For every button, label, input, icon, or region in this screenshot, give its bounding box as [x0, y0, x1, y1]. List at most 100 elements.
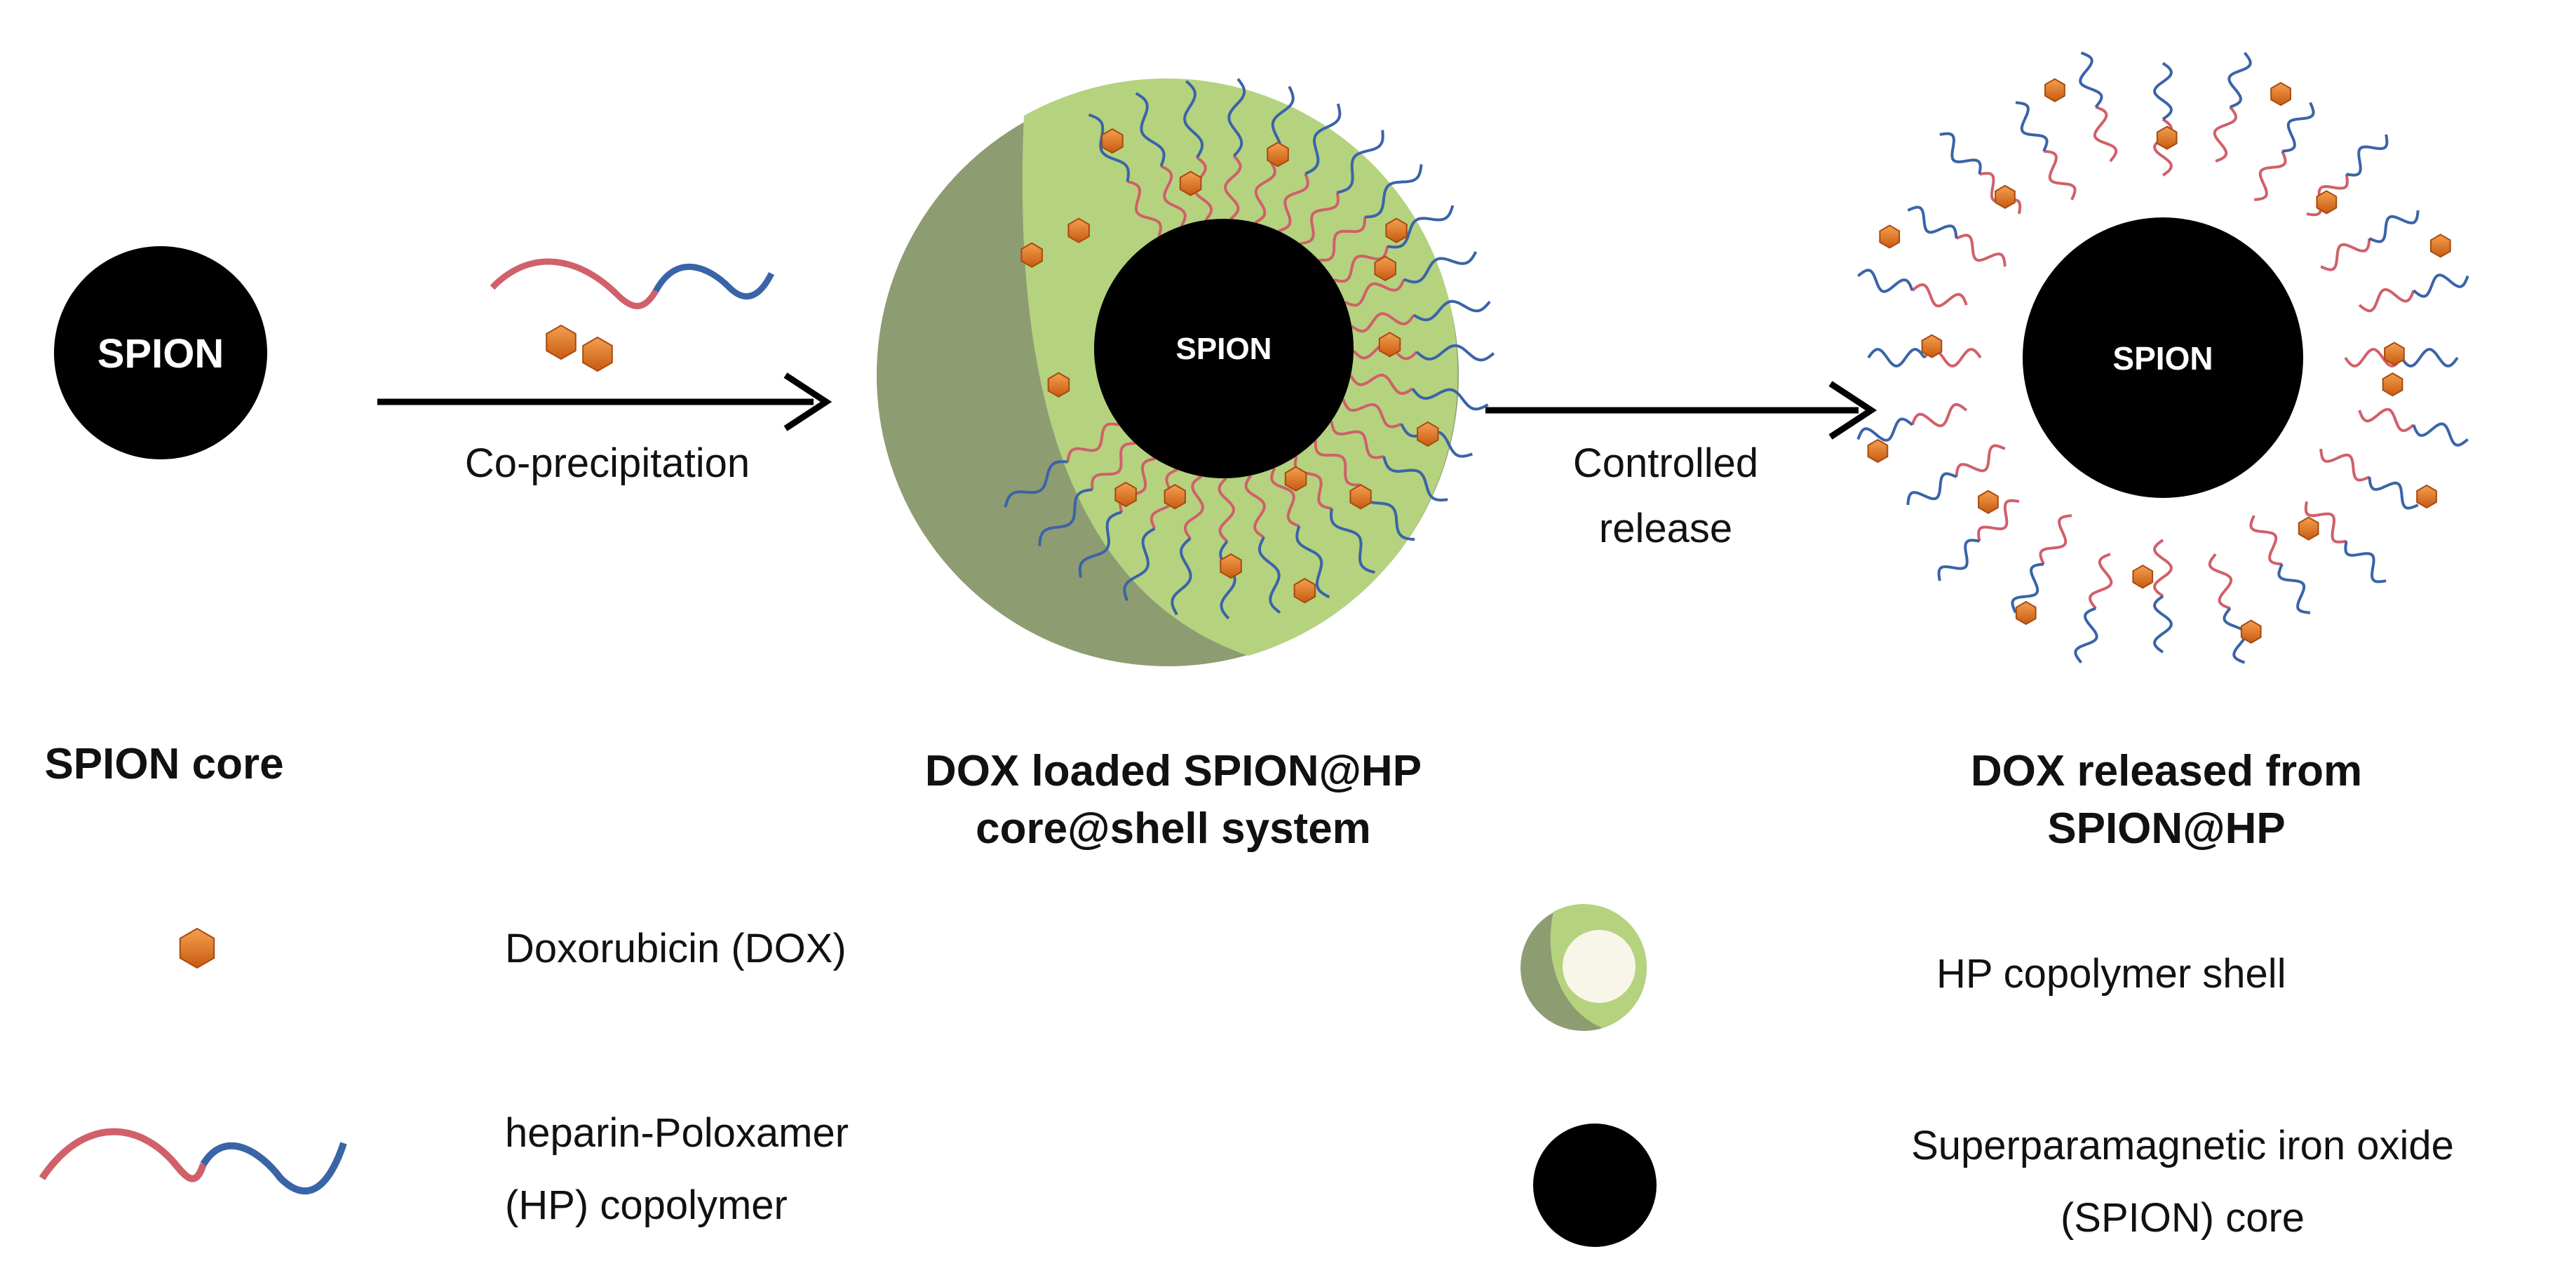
poloxamer-segment: [1403, 251, 1478, 284]
legend-dox-label: Doxorubicin (DOX): [505, 926, 847, 971]
heparin-segment: [1091, 442, 1135, 490]
poloxamer-segment: [2011, 562, 2044, 614]
poloxamer-segment: [1382, 456, 1448, 502]
caption-released-line2: SPION@HP: [2047, 804, 2286, 853]
legend-hp-line2: (HP) copolymer: [505, 1182, 788, 1228]
heparin-segment: [2039, 514, 2072, 565]
dox-hexagon: [1179, 170, 1202, 196]
dox-hexagon: [1349, 484, 1372, 510]
poloxamer-segment: [1078, 511, 1122, 578]
poloxamer-segment: [1867, 347, 1926, 368]
heparin-segment: [1244, 474, 1266, 539]
poloxamer-segment: [2152, 595, 2173, 654]
step1-label: Co-precipitation: [465, 440, 750, 486]
caption-spion-core: SPION core: [44, 740, 283, 788]
dox-hexagon: [1293, 578, 1316, 604]
shell-dox-molecules: [1020, 128, 1439, 604]
poloxamer-segment: [1939, 132, 1982, 175]
dox-hexagon: [546, 324, 576, 360]
caption-loaded-line2: core@shell system: [976, 804, 1371, 853]
dox-hexagon: [1879, 224, 1901, 249]
heparin-segment: [1955, 444, 2006, 478]
heparin-segment: [490, 258, 659, 309]
heparin-segment: [1349, 373, 1414, 396]
caption-released-line1: DOX released from: [1971, 747, 2362, 795]
dox-hexagon: [1867, 438, 1889, 464]
heparin-segment: [2358, 407, 2415, 433]
heparin-segment: [2344, 347, 2403, 368]
heparin-segment: [1066, 422, 1119, 462]
heparin-segment: [1344, 278, 1405, 307]
dox-hexagon: [2430, 234, 2451, 258]
poloxamer-segment: [1415, 344, 1495, 362]
shell-spion-core: [1094, 219, 1354, 478]
heparin-segment: [1955, 234, 2007, 267]
poloxamer-segment: [1171, 537, 1192, 616]
co-precipitation-arrow: Co-precipitation: [377, 258, 832, 486]
poloxamer-segment: [1088, 113, 1131, 182]
caption-loaded-line1: DOX loaded SPION@HP: [925, 747, 1422, 795]
poloxamer-segment: [2368, 210, 2420, 243]
poloxamer-segment: [2281, 102, 2315, 153]
heparin-segment: [2093, 105, 2118, 163]
poloxamer-segment: [1219, 540, 1236, 620]
heparin-segment: [1330, 421, 1384, 459]
poloxamer-segment: [2412, 422, 2469, 447]
dox-hexagon: [2382, 372, 2403, 397]
poloxamer-segment: [1004, 460, 1068, 508]
dox-hexagon: [2416, 484, 2437, 509]
step2-label-line1: Controlled: [1573, 440, 1758, 486]
heparin-segment: [1184, 475, 1204, 539]
heparin-segment: [2043, 149, 2077, 201]
heparin-segment: [1278, 173, 1309, 233]
poloxamer-segment: [1906, 472, 1957, 506]
dox-hexagon: [1220, 553, 1242, 579]
heparin-segment: [2304, 501, 2347, 544]
legend-spion-line1: Superparamagnetic iron oxide: [1911, 1123, 2454, 1168]
legend-shell-label: HP copolymer shell: [1936, 951, 2286, 997]
poloxamer-segment: [1907, 205, 1958, 239]
released-polymer-chains: [1856, 51, 2469, 664]
heparin-segment: [1911, 283, 1968, 308]
heparin-segment: [1342, 398, 1402, 429]
poloxamer-segment: [2413, 274, 2469, 298]
poloxamer-segment: [1329, 508, 1375, 574]
poloxamer-segment: [2074, 607, 2098, 663]
poloxamer-segment: [200, 1142, 347, 1195]
dox-hexagon: [1164, 484, 1186, 510]
heparin-segment: [2319, 448, 2371, 482]
heparin-segment: [2358, 288, 2415, 313]
released-core-label: SPION: [2112, 340, 2213, 377]
spion-core-circle: [54, 246, 267, 459]
heparin-segment: [2253, 150, 2287, 201]
dox-hexagon: [2384, 342, 2405, 366]
poloxamer-segment: [1400, 423, 1473, 458]
step2-label-line2: release: [1599, 506, 1732, 551]
dox-hexagon: [1378, 332, 1401, 358]
legend-hp-copolymer-icon: [39, 1128, 347, 1195]
dox-hexagon: [1101, 128, 1124, 154]
released-spion-core: [2023, 217, 2303, 498]
heparin-segment: [2249, 515, 2283, 566]
poloxamer-segment: [1364, 164, 1423, 219]
heparin-segment: [2213, 106, 2238, 163]
dox-hexagon: [1978, 490, 1999, 514]
heparin-segment: [1254, 161, 1276, 224]
shell-core-label: SPION: [1176, 332, 1272, 366]
legend-dox-icon: [179, 927, 215, 969]
dox-loaded-core-shell: SPION: [877, 78, 1495, 666]
heparin-segment: [2088, 553, 2113, 609]
poloxamer-segment: [2344, 541, 2387, 584]
legend-shell-icon: [1520, 904, 1647, 1031]
poloxamer-segment: [2400, 347, 2459, 368]
dox-hexagon: [2240, 619, 2262, 644]
dox-hexagon: [2270, 81, 2291, 107]
poloxamer-segment: [2015, 101, 2049, 152]
legend: Doxorubicin (DOX) heparin-Poloxamer (HP)…: [39, 904, 2454, 1247]
dox-hexagon: [1417, 421, 1439, 447]
dox-hexagon: [1267, 141, 1289, 168]
dox-hexagon: [179, 927, 215, 969]
heparin-segment: [2152, 539, 2173, 598]
legend-spion-icon: [1533, 1124, 1657, 1247]
dox-hexagon: [1374, 255, 1396, 281]
